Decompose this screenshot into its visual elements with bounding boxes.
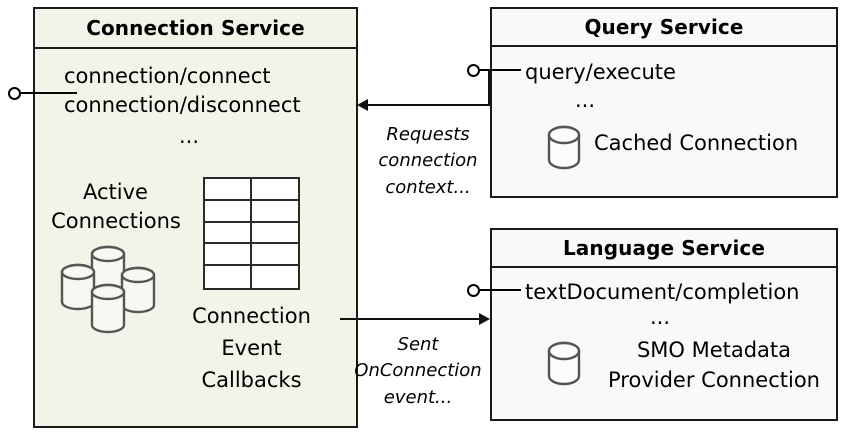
- connection-to-language-arrow-head: [479, 313, 490, 325]
- language-service-box[interactable]: Language Service: [490, 228, 838, 421]
- active-connections-label-line2: Connections: [51, 209, 181, 233]
- connection-service-title: Connection Service: [86, 16, 305, 40]
- language-service-header: Language Service: [492, 230, 836, 268]
- table-cell: [251, 179, 298, 201]
- table-cell: [251, 222, 298, 245]
- language-service-operation-0[interactable]: textDocument/completion: [525, 280, 800, 304]
- query-service-operation-0[interactable]: query/execute: [525, 60, 676, 84]
- query-to-connection-label-line2: connection: [378, 150, 478, 171]
- table-cell: [251, 244, 298, 267]
- query-to-connection-label-line1: Requests: [386, 124, 470, 145]
- query-service-interface-stem: [480, 69, 521, 71]
- connection-to-language-label-line2: OnConnection: [354, 360, 482, 381]
- query-service-title: Query Service: [584, 15, 744, 39]
- cached-connection-label: Cached Connection: [594, 131, 799, 155]
- table-cell: [205, 244, 252, 267]
- connection-service-box[interactable]: Connection Service: [33, 7, 358, 428]
- table-cell: [251, 200, 298, 223]
- query-to-connection-label-line3: context...: [385, 177, 471, 198]
- query-service-box[interactable]: Query Service: [490, 7, 838, 198]
- table-cell: [205, 222, 252, 245]
- smo-metadata-database-icon: [546, 340, 586, 388]
- callbacks-label-line2: Event: [221, 336, 282, 360]
- language-service-interface-lollipop-icon[interactable]: [467, 284, 480, 297]
- connection-service-operation-0[interactable]: connection/connect: [64, 64, 271, 88]
- connection-to-language-arrow-line: [340, 318, 481, 320]
- cached-connection-database-icon: [546, 124, 586, 172]
- query-to-connection-arrow-line: [368, 104, 490, 106]
- connection-to-language-label-line1: Sent: [397, 334, 439, 355]
- language-service-operation-1: ...: [649, 305, 671, 329]
- smo-metadata-label-line1: SMO Metadata: [636, 338, 792, 362]
- query-to-connection-arrow-head: [357, 99, 368, 111]
- language-service-title: Language Service: [562, 236, 766, 260]
- callbacks-label-line3: Callbacks: [201, 368, 302, 392]
- language-service-interface-stem: [480, 289, 521, 291]
- table-cell: [251, 266, 298, 288]
- database-cluster-icon: [52, 240, 184, 335]
- connection-service-header: Connection Service: [35, 9, 356, 49]
- connection-to-language-label-line3: event...: [383, 387, 453, 408]
- callbacks-label-line1: Connection: [192, 304, 311, 328]
- active-connections-label-line1: Active: [83, 180, 148, 204]
- query-service-header: Query Service: [492, 9, 836, 47]
- table-cell: [205, 200, 252, 223]
- query-service-operation-1: ...: [574, 88, 596, 112]
- table-cell: [205, 179, 252, 201]
- connection-service-interface-lollipop-icon[interactable]: [8, 87, 21, 100]
- smo-metadata-label-line2: Provider Connection: [608, 368, 820, 392]
- connection-service-operation-1[interactable]: connection/disconnect: [64, 93, 301, 117]
- callback-table-icon: [203, 177, 300, 290]
- query-to-connection-arrow-vertical: [488, 69, 490, 106]
- connection-service-operation-2: ...: [178, 124, 200, 148]
- query-service-interface-lollipop-icon[interactable]: [467, 64, 480, 77]
- table-cell: [205, 266, 252, 288]
- connection-service-interface-stem: [21, 92, 77, 94]
